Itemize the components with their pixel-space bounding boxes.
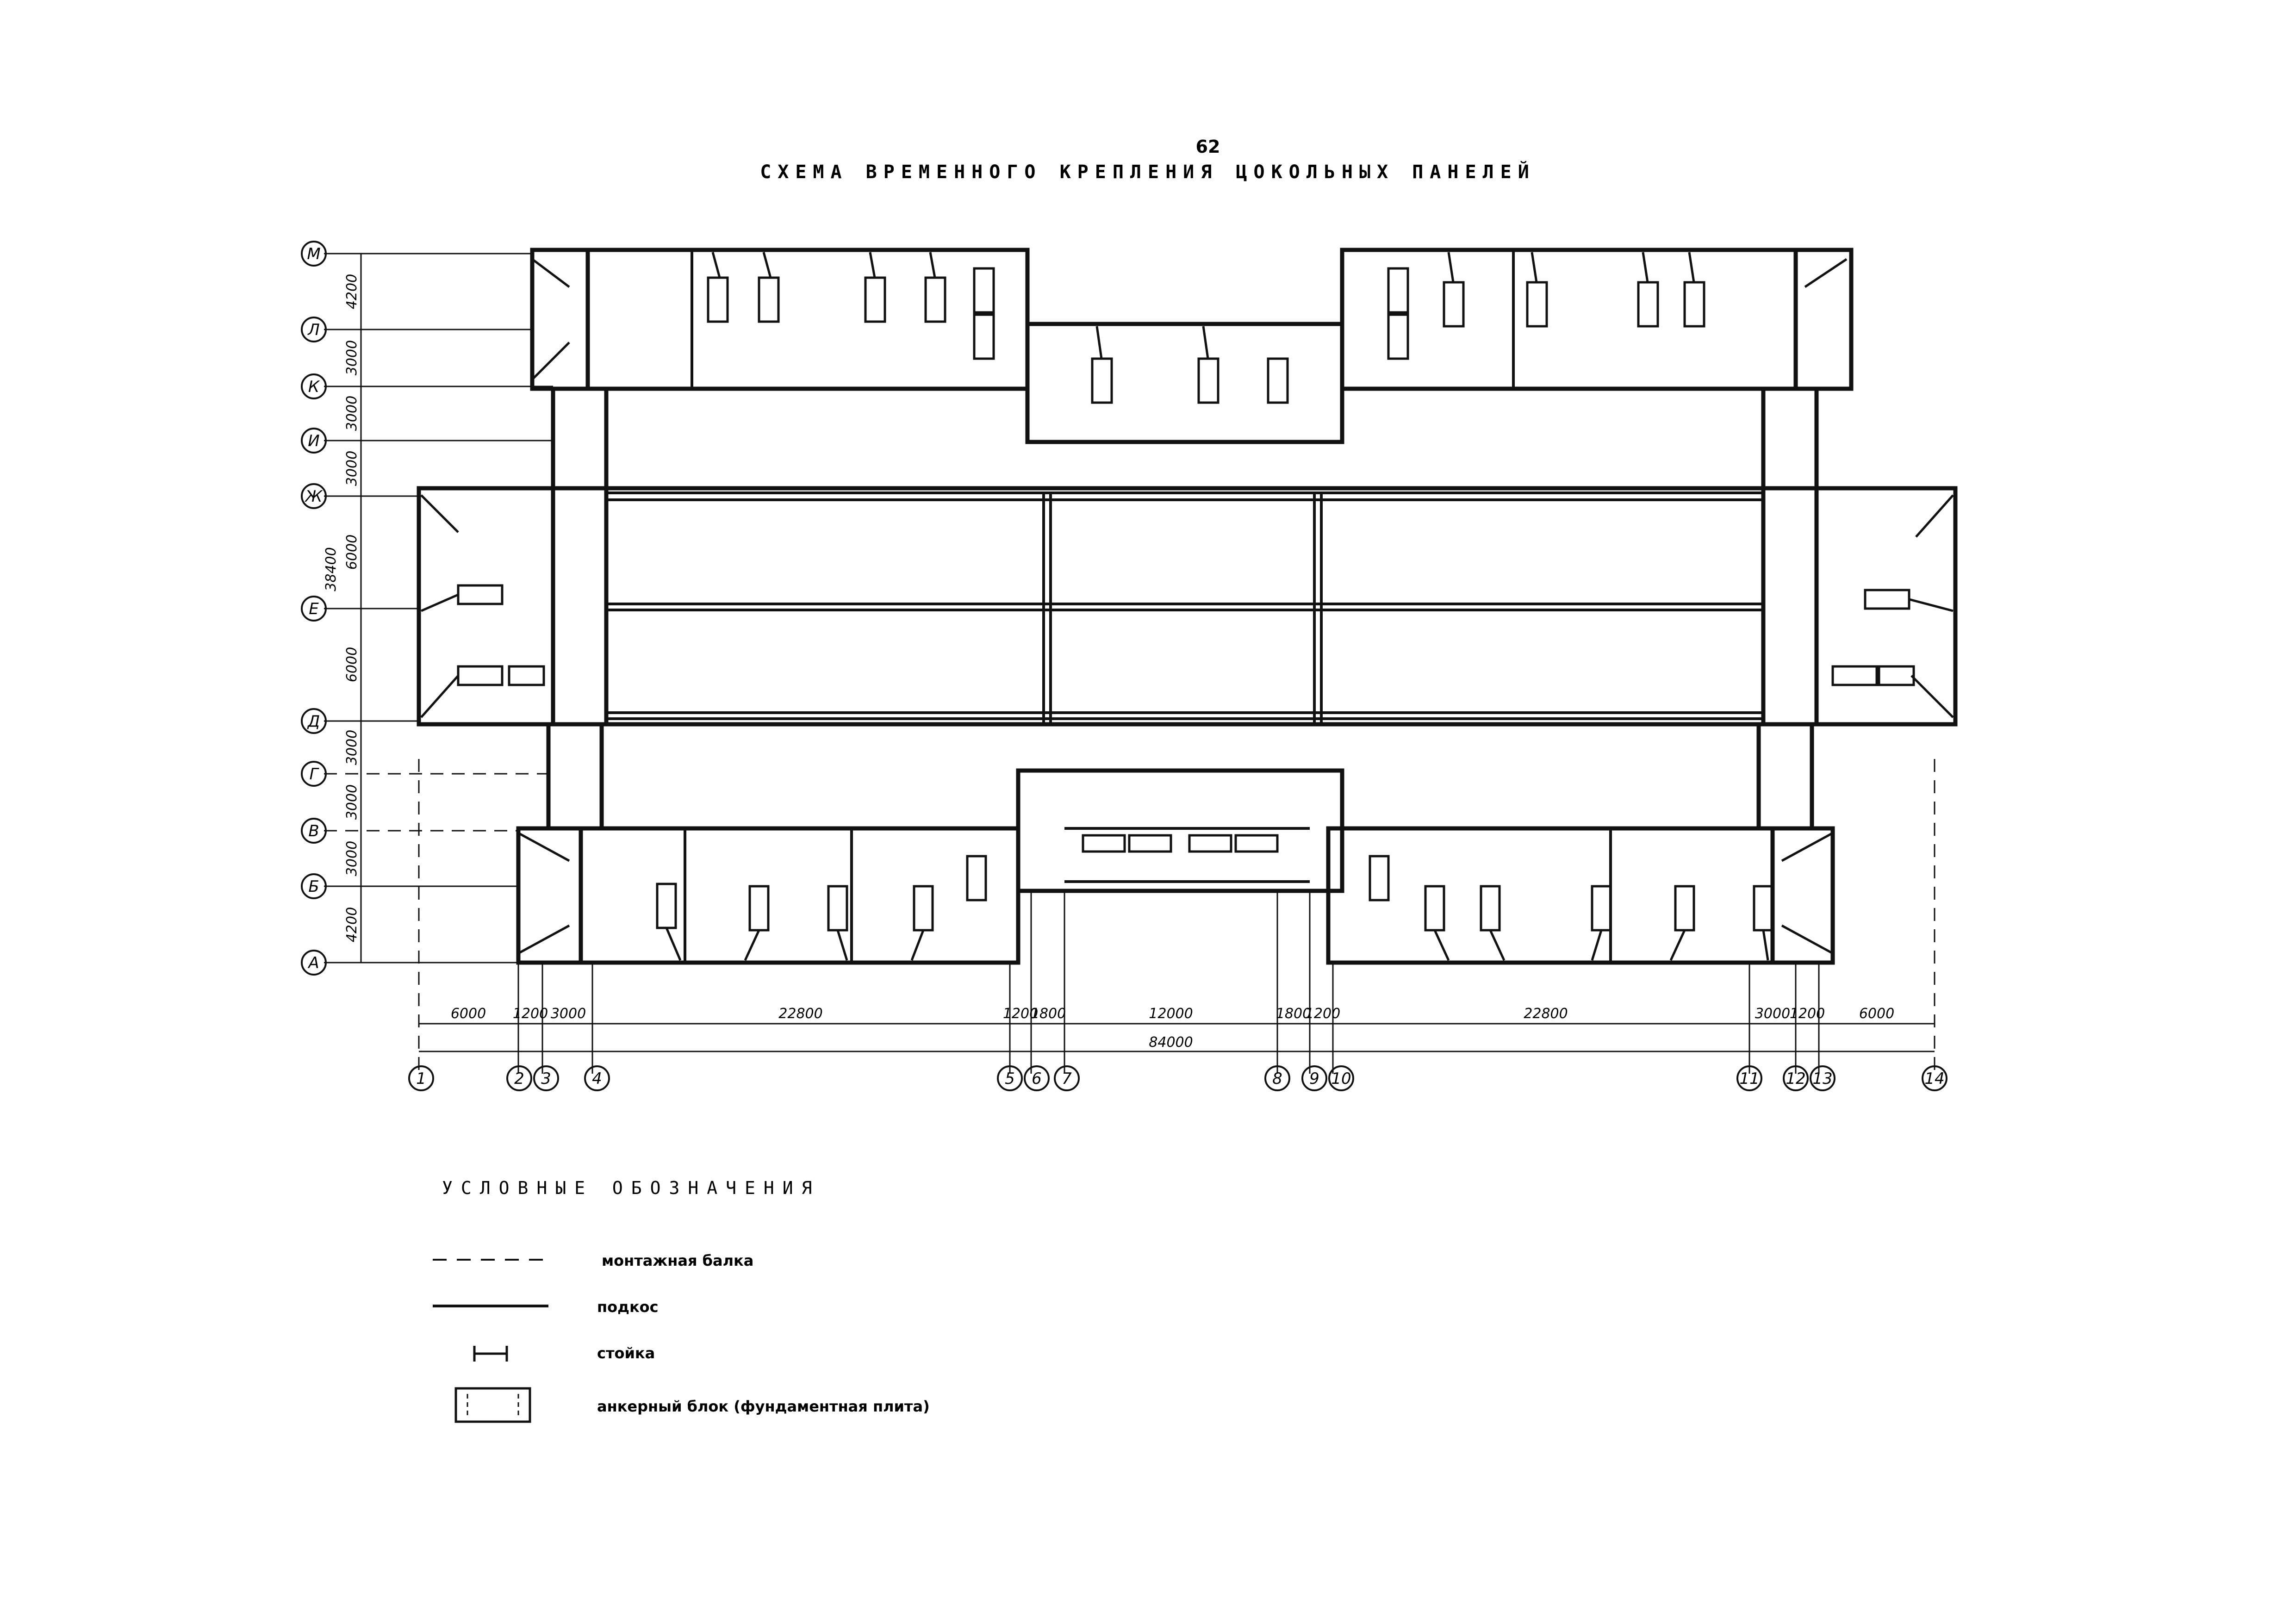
column-dimension: 12000 bbox=[1149, 1006, 1193, 1022]
row-dimension: 3000 bbox=[344, 340, 360, 375]
row-dimension: 4200 bbox=[344, 274, 360, 309]
legend: УСЛОВНЫЕ ОБОЗНАЧЕНИЯ монтажная балка под… bbox=[433, 1178, 930, 1423]
row-axis-label: Б bbox=[308, 877, 319, 896]
column-dimension: 6000 bbox=[451, 1006, 486, 1022]
row-axis-label: Е bbox=[309, 600, 319, 618]
row-axis-label: К bbox=[308, 378, 320, 396]
column-dimension: 6000 bbox=[1859, 1006, 1894, 1022]
column-axis-label: 4 bbox=[592, 1070, 602, 1088]
column-dimension: 3000 bbox=[1755, 1006, 1790, 1022]
row-dimension: 4200 bbox=[344, 907, 360, 942]
row-axis-label: Д bbox=[307, 712, 320, 731]
braces bbox=[420, 252, 1954, 961]
legend-symbol-anchor-block bbox=[454, 1387, 531, 1423]
column-axis-label: 2 bbox=[514, 1070, 524, 1088]
floor-plan bbox=[417, 248, 1958, 965]
row-dimension: 3000 bbox=[344, 841, 360, 876]
row-dimension: 3000 bbox=[344, 451, 360, 486]
page-number: 62 bbox=[1196, 137, 1220, 157]
row-axes: М Л К И Ж Е Д Г В Б А 4200 3000 3000 300… bbox=[301, 241, 553, 976]
column-dimension: 1200 bbox=[1003, 1006, 1038, 1022]
legend-label: монтажная балка bbox=[602, 1252, 753, 1269]
legend-label: подкос bbox=[597, 1298, 659, 1316]
row-axis-label: Г bbox=[310, 765, 320, 784]
row-dimension: 6000 bbox=[344, 535, 360, 570]
column-axis-label: 13 bbox=[1812, 1070, 1832, 1088]
legend-title: УСЛОВНЫЕ ОБОЗНАЧЕНИЯ bbox=[442, 1178, 821, 1198]
column-axis-label: 12 bbox=[1786, 1070, 1805, 1088]
legend-symbol-post bbox=[473, 1346, 508, 1362]
anchor-blocks bbox=[457, 267, 1915, 932]
column-axis-label: 9 bbox=[1309, 1070, 1319, 1088]
row-axis-label: Л bbox=[307, 321, 320, 339]
column-dimension: 1200 bbox=[1305, 1006, 1340, 1022]
column-axis-label: 1 bbox=[416, 1070, 426, 1088]
column-dimension: 3000 bbox=[551, 1006, 586, 1022]
column-axis-label: 10 bbox=[1331, 1070, 1351, 1088]
column-dimension: 1800 bbox=[1031, 1006, 1066, 1022]
column-dimension: 1200 bbox=[1790, 1006, 1825, 1022]
column-axes: 1 2 3 4 5 6 7 8 9 10 11 12 13 14 6000 12… bbox=[408, 759, 1948, 1091]
column-axis-label: 7 bbox=[1062, 1070, 1072, 1088]
row-dimension: 3000 bbox=[344, 730, 360, 765]
column-axis-label: 6 bbox=[1032, 1070, 1042, 1088]
column-axis-label: 14 bbox=[1924, 1070, 1944, 1088]
drawing-title: СХЕМА ВРЕМЕННОГО КРЕПЛЕНИЯ ЦОКОЛЬНЫХ ПАН… bbox=[760, 161, 1536, 183]
row-dimension: 6000 bbox=[344, 647, 360, 682]
column-dimension: 22800 bbox=[1524, 1006, 1568, 1022]
column-dimension: 1200 bbox=[513, 1006, 548, 1022]
column-dimension-total: 84000 bbox=[1149, 1034, 1193, 1051]
row-dimension: 3000 bbox=[344, 784, 360, 820]
legend-label: анкерный блок (фундаментная плита) bbox=[597, 1398, 930, 1415]
row-axis-label: Ж bbox=[305, 487, 323, 506]
row-axis-label: И bbox=[308, 432, 319, 450]
column-dimension: 1800 bbox=[1276, 1006, 1311, 1022]
row-axis-label: М bbox=[307, 245, 320, 263]
column-axis-label: 8 bbox=[1272, 1070, 1282, 1088]
row-axis-label: В bbox=[308, 822, 319, 840]
column-axis-label: 11 bbox=[1739, 1070, 1759, 1088]
row-dimension: 3000 bbox=[344, 396, 360, 431]
legend-label: стойка bbox=[597, 1344, 655, 1362]
column-axis-label: 3 bbox=[541, 1070, 551, 1088]
row-axis-label: А bbox=[307, 954, 319, 972]
row-dimension-total: 38400 bbox=[323, 547, 339, 591]
column-axis-label: 5 bbox=[1005, 1070, 1015, 1088]
interior-walls bbox=[606, 250, 1763, 963]
column-dimension: 22800 bbox=[778, 1006, 822, 1022]
